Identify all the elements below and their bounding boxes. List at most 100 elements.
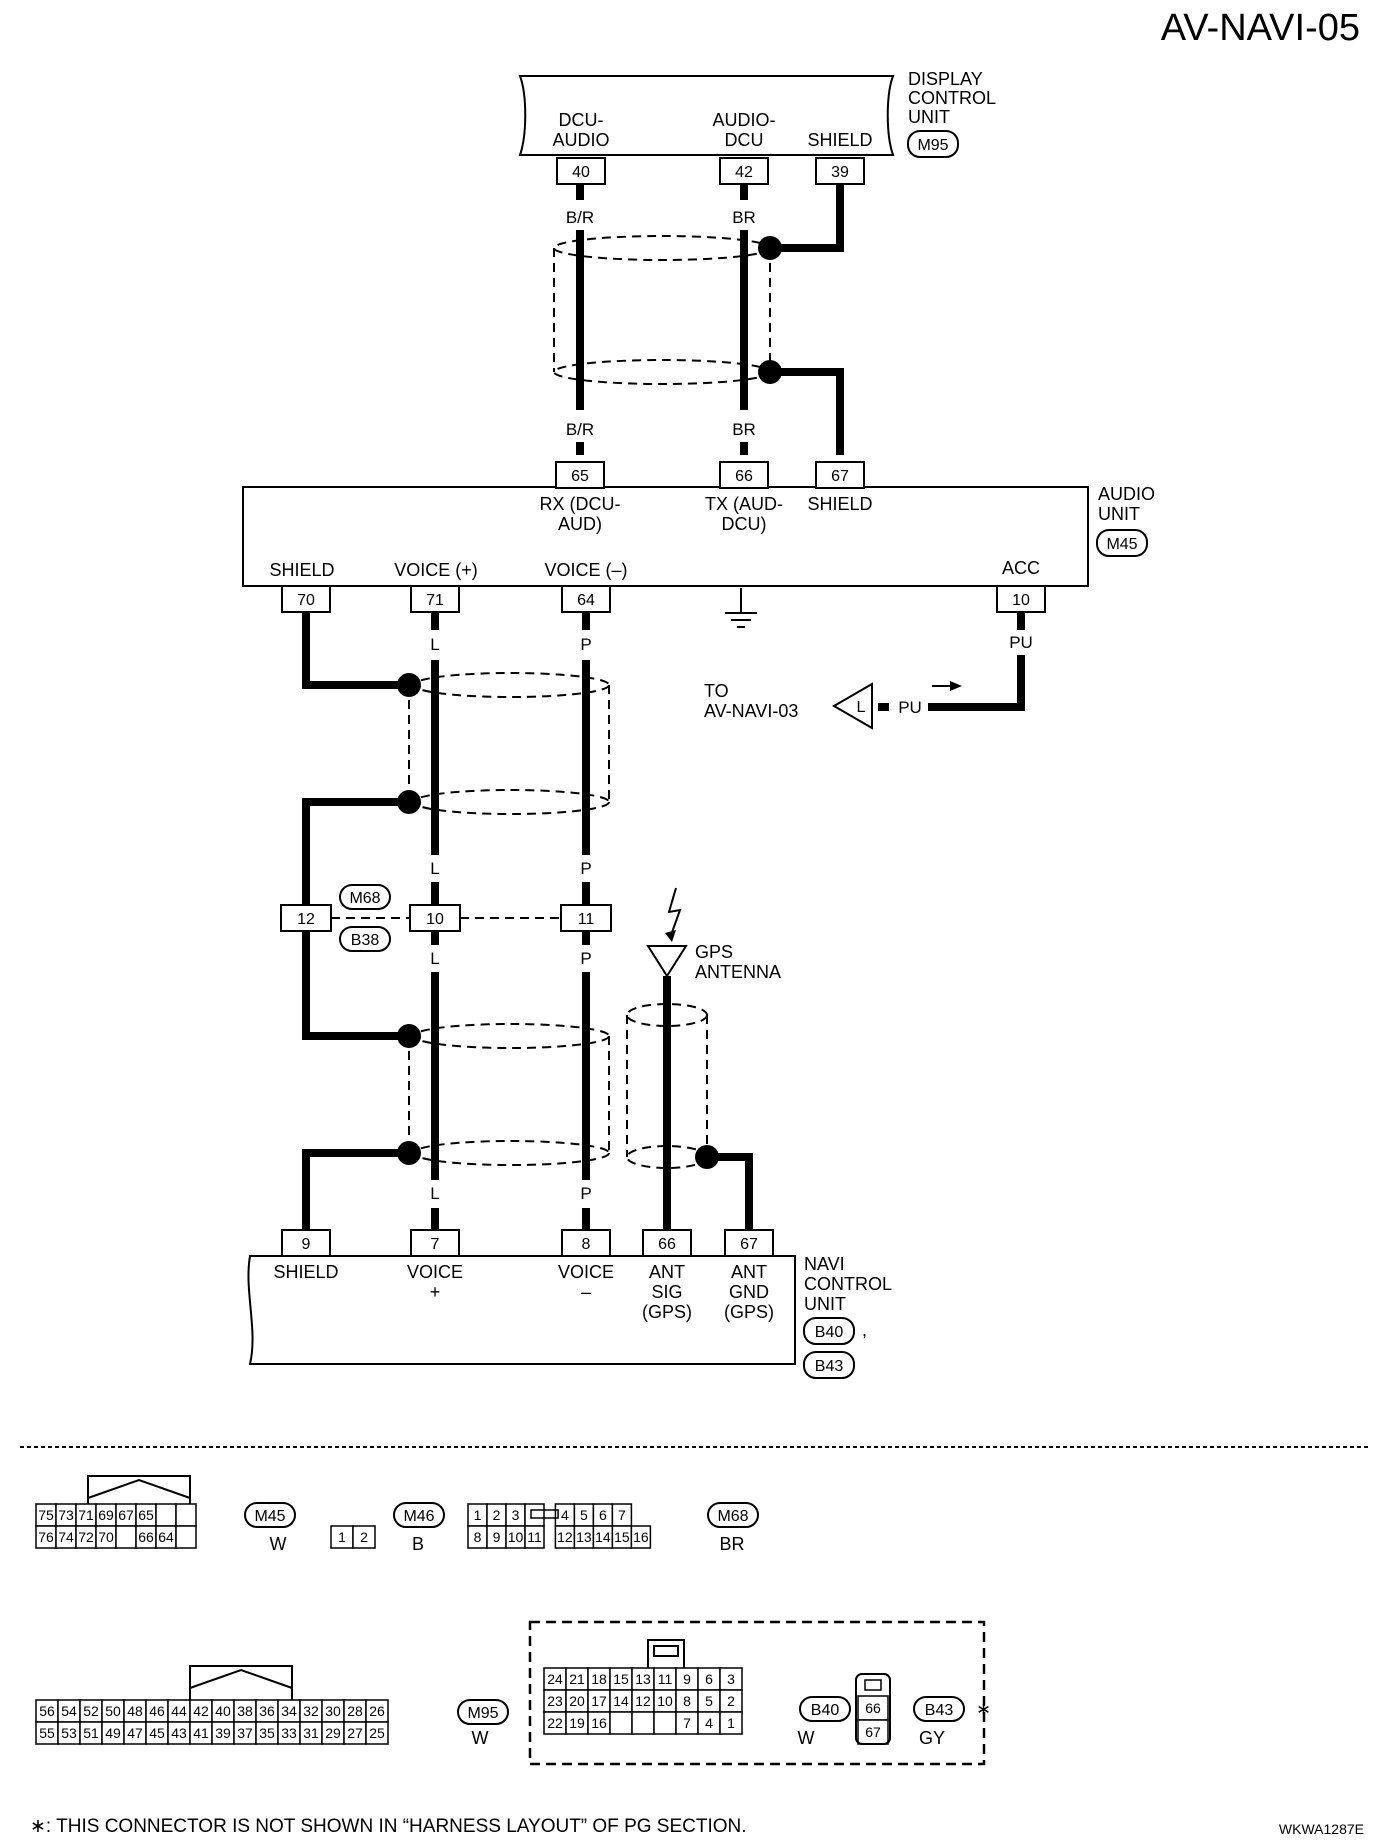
terminal-box [409, 904, 461, 932]
terminal-pin: 10 [1012, 592, 1030, 609]
acc-wire: PU PU L TO AV-NAVI-03 [704, 612, 1033, 730]
connector-pin-number: 2 [360, 1529, 368, 1545]
wire-color-label: P [580, 1184, 591, 1203]
connector-color: BR [719, 1534, 744, 1554]
connector-pin-number: 12 [635, 1693, 651, 1709]
connector-id: M95 [467, 1705, 498, 1722]
connector-cell [115, 1525, 137, 1549]
connector-pin-number: 48 [127, 1703, 143, 1719]
connector-pin-number: 73 [58, 1507, 74, 1523]
terminal-label: AUD) [558, 514, 602, 534]
connector-pin-number: 1 [727, 1715, 735, 1731]
connector-pin-number: 43 [171, 1725, 187, 1741]
terminal-pin: 10 [426, 911, 444, 928]
connector-pin-number: 56 [39, 1703, 55, 1719]
arrow-right-icon [950, 681, 962, 691]
connector-pin-number: 21 [569, 1671, 585, 1687]
connector-cell [653, 1711, 677, 1735]
connector-pin-number: 39 [215, 1725, 231, 1741]
wire-color-label: P [580, 635, 591, 654]
connector-pin-number: 1 [338, 1529, 346, 1545]
terminal-label: SHIELD [807, 130, 872, 150]
terminal-box [410, 1229, 460, 1257]
connector-color: W [798, 1728, 815, 1748]
terminal-box [642, 1229, 692, 1257]
connector-badge [339, 926, 391, 952]
wire-color-label: L [430, 635, 439, 654]
wire-color-label: L [430, 1184, 439, 1203]
to-ref-label-2: AV-NAVI-03 [704, 701, 798, 721]
connector-pin-number: 7 [683, 1715, 691, 1731]
connector-hood [189, 1665, 293, 1700]
connector-housing [855, 1673, 891, 1745]
connector-pin-number: 8 [683, 1693, 691, 1709]
connector-pin-number: 6 [599, 1507, 607, 1523]
terminal-pin: 70 [297, 592, 315, 609]
wire-color-label: B/R [566, 208, 594, 227]
audio-terminal-70: SHIELD 70 [269, 560, 335, 613]
terminal-label: (GPS) [642, 1302, 692, 1322]
connector-pin-number: 30 [325, 1703, 341, 1719]
terminal-label: ANT [649, 1262, 685, 1282]
connector-cell [524, 1503, 545, 1527]
connector-pin-number: 38 [237, 1703, 253, 1719]
connector-id: M68 [349, 890, 380, 907]
connector-pin-number: 15 [614, 1529, 630, 1545]
audio-terminal-65: 65 RX (DCU- AUD) [540, 461, 621, 534]
navi-terminal-67: 67 ANT GND (GPS) [724, 1229, 774, 1322]
display-terminal-39: SHIELD 39 [807, 130, 873, 185]
connector-pin-number: 15 [613, 1671, 629, 1687]
connector-pin-number: 45 [149, 1725, 165, 1741]
connector-pin-number: 28 [347, 1703, 363, 1719]
connector-pin-number: 13 [635, 1671, 651, 1687]
connector-pin-number: 4 [705, 1715, 713, 1731]
connector-pin-number: 1 [474, 1507, 482, 1523]
wire-color-label: P [580, 949, 591, 968]
terminal-label: VOICE [558, 1262, 614, 1282]
audio-connector-badge [1096, 529, 1148, 557]
connector-cell [719, 1711, 743, 1735]
connector-pin-number: 13 [576, 1529, 592, 1545]
terminal-pin: 11 [578, 911, 595, 928]
terminal-pin: 42 [735, 164, 753, 181]
connector-triangle-icon [832, 682, 873, 730]
connector-pin-number: 3 [512, 1507, 520, 1523]
display-terminal-40: DCU- AUDIO 40 [552, 110, 610, 185]
connector-pin-number: 64 [158, 1529, 174, 1545]
connector-badge [913, 1696, 965, 1722]
connector-badge [339, 884, 391, 910]
display-connector-badge [907, 130, 959, 158]
connector-pin-number: 49 [105, 1725, 121, 1741]
terminal-box [281, 1229, 331, 1257]
terminal-pin: 71 [426, 592, 444, 609]
connector-pin-number: 66 [138, 1529, 154, 1545]
connector-cell [524, 1525, 545, 1549]
wire-color-label: P [580, 859, 591, 878]
connector-group-frame [528, 1620, 986, 1766]
connector-pin-number: 65 [138, 1507, 154, 1523]
terminal-box [555, 461, 605, 489]
navi-terminal-66: 66 ANT SIG (GPS) [642, 1229, 692, 1322]
terminal-label: DCU) [722, 514, 767, 534]
terminal-pin: 64 [577, 592, 595, 609]
navi-control-unit: NAVI CONTROL UNIT B40 , B43 [247, 1254, 892, 1379]
terminal-box [996, 585, 1046, 613]
connector-pin-number: 7 [618, 1507, 626, 1523]
wire-color-label: BR [732, 208, 756, 227]
display-unit-label-3: UNIT [908, 107, 950, 127]
voice-pair-upper: L P L P [302, 612, 610, 905]
connector-pin-number: 18 [591, 1671, 607, 1687]
connector-cell [155, 1503, 177, 1527]
audio-terminal-71: VOICE (+) 71 [394, 560, 478, 613]
connector-pin-number: 75 [38, 1507, 54, 1523]
terminal-label: ACC [1002, 558, 1040, 578]
connector-pin-number: 3 [727, 1671, 735, 1687]
connector-mark: ∗ [976, 1699, 991, 1719]
connector-pin-number: 22 [547, 1715, 563, 1731]
connector-id: B38 [351, 932, 380, 949]
terminal-label: AUDIO [552, 130, 609, 150]
connector-pin-number: 70 [98, 1529, 114, 1545]
terminal-label: DCU [725, 130, 764, 150]
connector-pin-number: 23 [547, 1693, 563, 1709]
display-unit-label-1: DISPLAY [908, 69, 983, 89]
